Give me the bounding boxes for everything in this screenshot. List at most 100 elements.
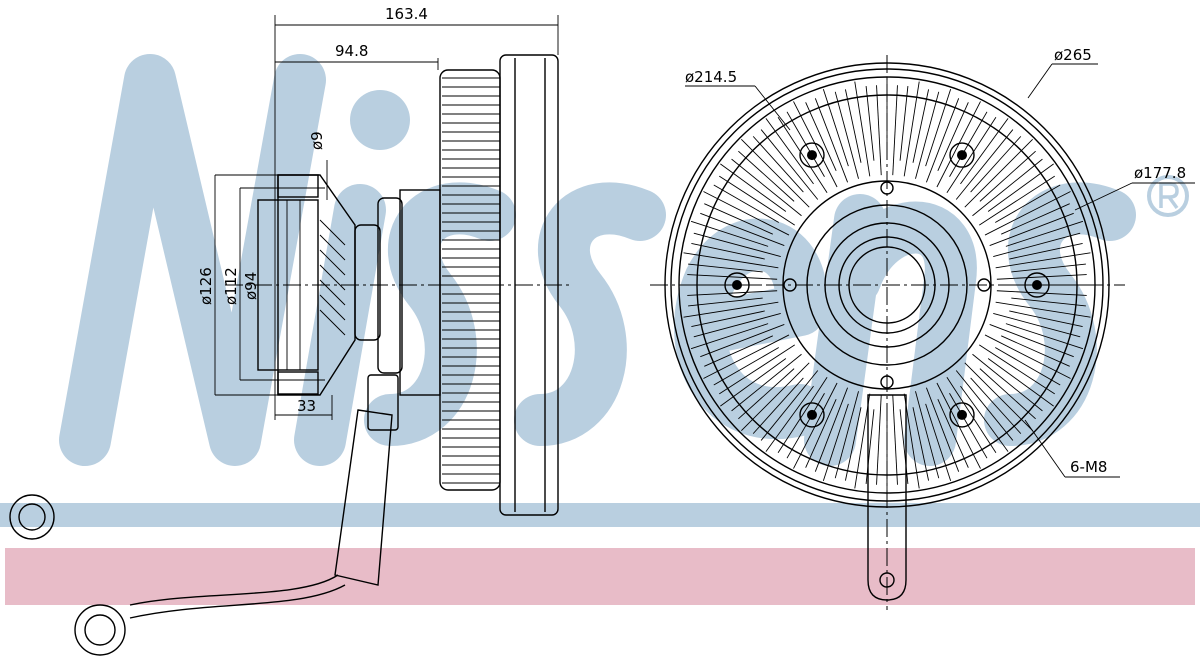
radial-fin-line [691,310,765,328]
radial-fin-line [822,403,849,482]
radial-fin-line [979,175,1055,226]
side-fins [442,77,500,484]
radial-fin-line [865,86,875,161]
radial-fin-line [688,297,763,307]
radial-fin-line [865,409,875,484]
radial-fin-line [691,242,765,260]
radial-fin-line [719,344,795,395]
radial-fin-line [876,394,882,485]
radial-fin-line [752,377,804,434]
radial-fin-line [892,394,898,485]
mount-boss [949,142,975,168]
radial-fin-line [989,212,1074,246]
radial-fin-line [1009,310,1083,328]
radial-fin-line [844,89,862,163]
radial-fin-line [987,163,1054,212]
registered-mark [1147,175,1189,217]
mount-hole [957,409,967,420]
radial-fin-line [996,274,1087,280]
radial-fin-line [995,184,1061,223]
dim-thread: 6-M8 [1070,458,1107,476]
radial-fin-line [720,358,787,407]
radial-fin-line [955,370,1014,441]
radial-fin-line [925,403,952,482]
radial-fin-line [995,347,1061,386]
radial-fin-line [892,85,898,176]
radial-fin-line [926,98,960,183]
radial-fin-line [993,232,1081,257]
radial-fin-line [704,203,773,235]
dim-fan-ring: ø214.5 [685,68,737,86]
mount-hole [807,409,817,420]
radial-fin-line [720,163,787,212]
radial-fin-line [937,399,969,468]
radial-fin-line [1001,335,1070,367]
radial-fin-line [996,290,1087,296]
radial-fin-line [970,377,1022,434]
radial-fin-line [693,313,781,338]
front-view: ø214.5 ø265 ø177.8 6-M8 [650,46,1195,610]
mount-boss [799,142,825,168]
side-view: 163.4 94.8 ø9 ø126 ø112 ø94 33 [9,5,570,656]
radial-fin-line [805,399,837,468]
radial-fin-line [926,387,960,472]
radial-fin-line [752,136,804,193]
radial-fin-line [834,91,859,179]
radial-fin-line [814,387,848,472]
radial-fin-line [912,89,930,163]
mount-hole [957,150,967,161]
mount-boss [949,402,975,428]
radial-fin-line [987,358,1054,407]
dim-overall-length: 163.4 [385,5,428,23]
radial-fin-line [713,184,779,223]
radial-fin-line [937,102,969,171]
radial-fin-line [731,158,802,217]
radial-fin-line [979,150,1036,202]
radial-fin-line [946,117,997,193]
radial-fin-line [760,129,819,200]
dim-flange-outer: ø126 [197,267,215,305]
radial-fin-line [979,344,1055,395]
radial-fin-line [738,150,795,202]
radial-fin-line [760,370,819,441]
radial-fin-line [693,232,781,257]
radial-fin-line [960,385,1009,452]
radial-fin-line [979,368,1036,420]
dim-bolt-circle: ø112 [222,267,240,305]
radial-fin-line [915,91,940,179]
radial-fin-line [704,335,773,367]
mount-boss [799,402,825,428]
radial-fin-line [946,377,997,453]
radial-fin-line [700,212,785,246]
radial-fin-line [777,117,828,193]
radial-fin-line [1001,203,1070,235]
radial-fin-line [805,102,837,171]
radial-fin-line [822,88,849,167]
mount-hole [807,150,817,161]
radial-fin-line [738,368,795,420]
radial-fin-line [834,391,859,479]
radial-fin-line [915,391,940,479]
dim-flange-depth: 33 [297,397,316,415]
radial-fin-line [1005,323,1084,350]
radial-fin-line [899,86,909,161]
dim-mount-circle: ø177.8 [1134,164,1186,182]
dim-outer: ø265 [1054,46,1092,64]
radial-fin-line [993,313,1081,338]
radial-fin-line [719,175,795,226]
radial-fin-line [844,407,862,481]
radial-fin-line [972,158,1043,217]
radial-fin-line [970,136,1022,193]
watermark-logo [59,54,1136,466]
radial-fin-line [876,85,882,176]
blue-stripe [0,503,1200,527]
radial-fin-line [955,129,1014,200]
radial-fin-line [765,118,814,185]
radial-fin-line [690,323,769,350]
radial-fin-line [687,274,778,280]
radial-fin-line [925,88,952,167]
dim-hub-length: 94.8 [335,42,368,60]
radial-fin-line [1011,297,1086,307]
